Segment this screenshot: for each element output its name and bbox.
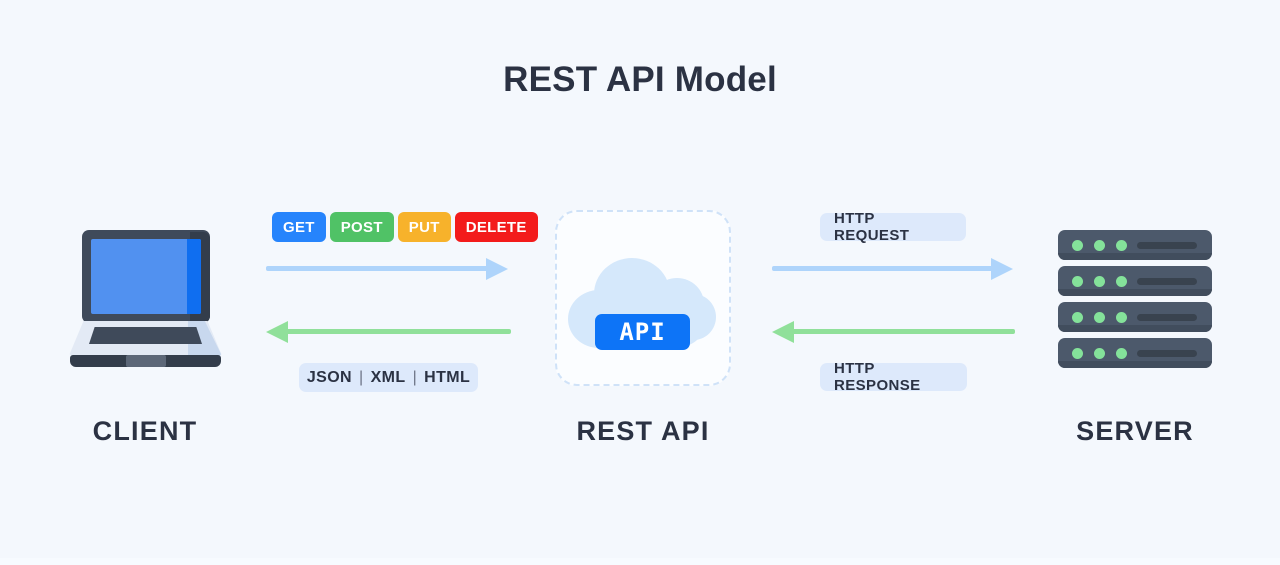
node-caption-client: CLIENT — [92, 416, 198, 446]
laptop-front-notch — [126, 355, 166, 367]
http-request-chip: HTTP REQUEST — [820, 210, 966, 244]
rack-slot-bar — [1137, 350, 1197, 357]
status-led — [1072, 240, 1083, 251]
rack-slot-bar — [1137, 314, 1197, 321]
status-led — [1116, 348, 1127, 359]
format-html: HTML — [424, 368, 471, 386]
response-formats-chip: JSON | XML | HTML — [299, 363, 478, 392]
laptop-keyboard — [89, 327, 202, 344]
method-badge-get[interactable]: GET — [272, 212, 326, 242]
format-separator-2: | — [412, 368, 418, 386]
laptop-screen — [91, 239, 201, 314]
arrow-shaft — [286, 329, 511, 334]
server-rack-unit — [1058, 266, 1212, 296]
server-rack-unit — [1058, 302, 1212, 332]
status-led — [1116, 276, 1127, 287]
status-led — [1072, 348, 1083, 359]
rack-shade — [1058, 325, 1212, 332]
arrow-shaft — [772, 266, 993, 271]
arrow-api-to-client — [266, 321, 511, 343]
server-rack-icon — [1058, 230, 1212, 370]
laptop-icon — [68, 230, 223, 370]
arrow-shaft — [792, 329, 1015, 334]
status-led — [1094, 276, 1105, 287]
status-led — [1072, 276, 1083, 287]
arrow-shaft — [266, 266, 488, 271]
rack-slot-bar — [1137, 278, 1197, 285]
status-led — [1116, 312, 1127, 323]
arrow-head — [991, 258, 1013, 280]
format-separator-1: | — [359, 368, 364, 386]
rack-shade — [1058, 361, 1212, 368]
http-response-chip: HTTP RESPONSE — [820, 360, 967, 394]
method-badge-put[interactable]: PUT — [397, 212, 451, 242]
http-method-badges: GET POST PUT DELETE — [272, 212, 538, 242]
laptop-screen-strip — [187, 239, 201, 314]
arrow-server-to-api — [772, 321, 1015, 343]
bottom-band — [0, 558, 1280, 565]
arrow-head — [486, 258, 508, 280]
arrow-head — [266, 321, 288, 343]
status-led — [1072, 312, 1083, 323]
arrow-api-to-server — [772, 258, 1013, 280]
status-led — [1094, 348, 1105, 359]
arrow-head — [772, 321, 794, 343]
node-caption-rest-api: REST API — [576, 416, 710, 446]
rack-shade — [1058, 253, 1212, 260]
method-badge-post[interactable]: POST — [329, 212, 394, 242]
method-badge-delete[interactable]: DELETE — [454, 212, 538, 242]
rack-shade — [1058, 289, 1212, 296]
status-led — [1094, 312, 1105, 323]
rack-slot-bar — [1137, 242, 1197, 249]
format-xml: XML — [370, 368, 406, 386]
api-badge: API — [595, 314, 690, 350]
server-rack-unit — [1058, 230, 1212, 260]
node-caption-server: SERVER — [1076, 416, 1194, 446]
status-led — [1116, 240, 1127, 251]
status-led — [1094, 240, 1105, 251]
arrow-client-to-api — [266, 258, 508, 280]
format-json: JSON — [306, 368, 353, 386]
server-rack-unit — [1058, 338, 1212, 368]
page-title: REST API Model — [503, 60, 777, 99]
